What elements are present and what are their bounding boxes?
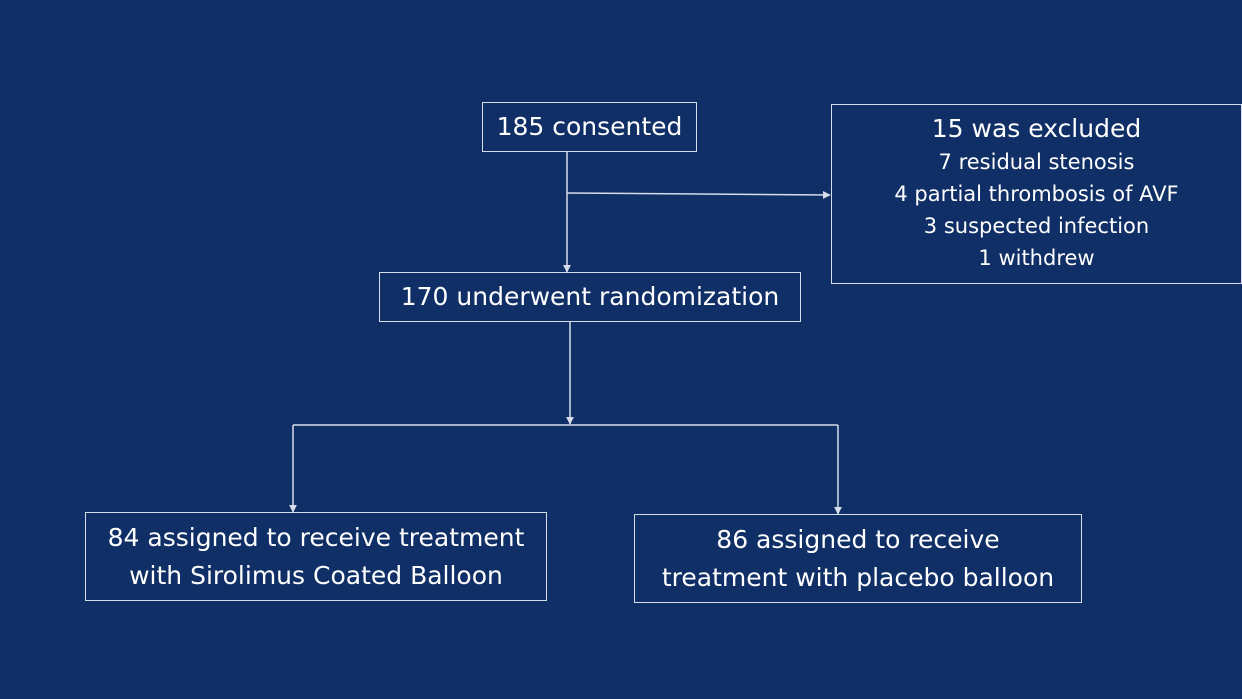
sirolimus-arm-box: 84 assigned to receive treatment with Si… xyxy=(85,512,547,601)
arrow-to-excluded xyxy=(566,190,831,199)
excluded-reason: 4 partial thrombosis of AVF xyxy=(894,182,1179,207)
excluded-box: 15 was excluded 7 residual stenosis 4 pa… xyxy=(831,104,1242,284)
excluded-title: 15 was excluded xyxy=(931,114,1142,143)
randomization-label: 170 underwent randomization xyxy=(400,282,780,312)
placebo-arm-line: treatment with placebo balloon xyxy=(661,562,1055,592)
consented-box: 185 consented xyxy=(482,102,697,152)
excluded-reason: 7 residual stenosis xyxy=(938,150,1135,175)
sirolimus-arm-line: with Sirolimus Coated Balloon xyxy=(129,560,503,590)
consented-label: 185 consented xyxy=(496,112,683,142)
sirolimus-arm-line: 84 assigned to receive treatment xyxy=(107,522,525,552)
excluded-reason: 3 suspected infection xyxy=(923,214,1150,239)
placebo-arm-box: 86 assigned to receive treatment with pl… xyxy=(634,514,1082,603)
placebo-arm-line: 86 assigned to receive xyxy=(716,524,1000,554)
randomization-box: 170 underwent randomization xyxy=(379,272,801,322)
excluded-reason: 1 withdrew xyxy=(978,246,1095,271)
